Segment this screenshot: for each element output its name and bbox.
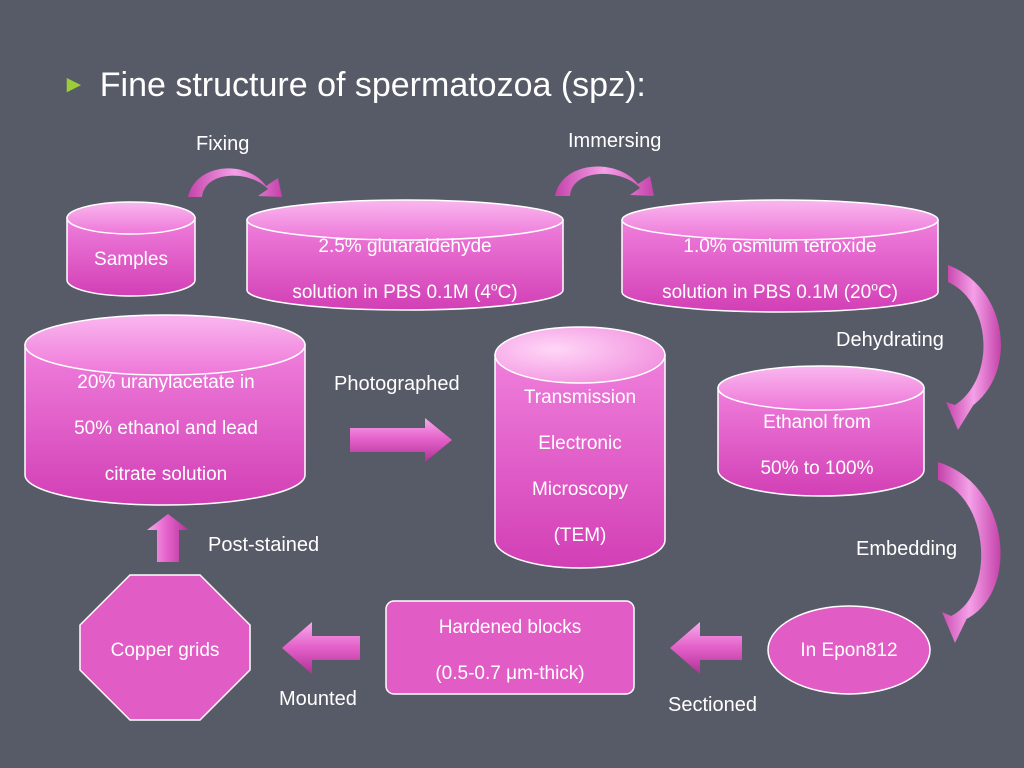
sectioned-label: Sectioned [668,694,757,716]
tem-label: Transmission Electronic Microscopy (TEM) [495,375,665,559]
uranyl-label: 20% uranylacetate in 50% ethanol and lea… [25,360,307,498]
blocks-label: Hardened blocks (0.5-0.7 μm-thick) [386,605,634,697]
blocks-rectangle [385,600,635,695]
uranyl-line3: citrate solution [104,464,228,485]
bullet-arrow-icon: ► [62,71,86,98]
copper-octagon [79,574,251,721]
osmium-label: 1.0% osmium tetroxide solution in PBS 0.… [622,224,938,316]
slide-title: ► Fine structure of spermatozoa (spz): [62,66,646,105]
glutaraldehyde-label: 2.5% glutaraldehyde solution in PBS 0.1M… [247,224,563,316]
osmium-line1: 1.0% osmium tetroxide [683,236,877,257]
mounted-label: Mounted [279,688,357,710]
title-text: Fine structure of spermatozoa (spz): [99,66,646,104]
ethanol-line1: Ethanol from [763,412,871,433]
tem-line3: Microscopy [531,479,629,500]
embedding-arrow [938,462,1001,643]
glutaraldehyde-line1: 2.5% glutaraldehyde [318,236,492,257]
blocks-line1: Hardened blocks [438,617,582,638]
embedding-label: Embedding [856,538,958,560]
photographed-arrow [350,418,452,462]
epon-label: In Epon812 [800,640,898,661]
mounted-arrow [282,622,360,674]
glutaraldehyde-cylinder [246,199,564,311]
uranyl-line1: 20% uranylacetate in [77,372,255,393]
immersing-arrow [555,166,654,196]
blocks-line2: (0.5-0.7 μm-thick) [435,663,585,684]
post-stained-arrow [147,514,189,562]
samples-cylinder [66,201,196,297]
copper-label: Copper grids [110,640,220,661]
ethanol-cylinder [717,365,925,497]
dehydrating-label: Dehydrating [836,329,944,351]
fixing-label: Fixing [196,133,250,155]
uranyl-line2: 50% ethanol and lead [74,418,258,439]
photographed-label: Photographed [334,373,460,395]
osmium-line2: solution in PBS 0.1M (20oC) [662,279,898,303]
tem-line4: (TEM) [553,525,607,546]
osmium-cylinder [621,199,939,313]
glutaraldehyde-line2: solution in PBS 0.1M (4oC) [292,279,518,303]
ethanol-label: Ethanol from 50% to 100% [714,400,920,492]
ethanol-line2: 50% to 100% [760,458,874,479]
tem-cylinder [494,326,666,569]
tem-line1: Transmission [523,387,637,408]
fixing-arrow [188,168,282,197]
samples-label: Samples [94,249,168,270]
immersing-label: Immersing [568,130,662,152]
epon-ellipse [767,605,931,695]
dehydrating-arrow [946,265,1001,430]
post-stained-label: Post-stained [208,534,320,556]
uranyl-cylinder [24,314,306,506]
sectioned-arrow [670,622,742,674]
tem-line2: Electronic [538,433,622,454]
